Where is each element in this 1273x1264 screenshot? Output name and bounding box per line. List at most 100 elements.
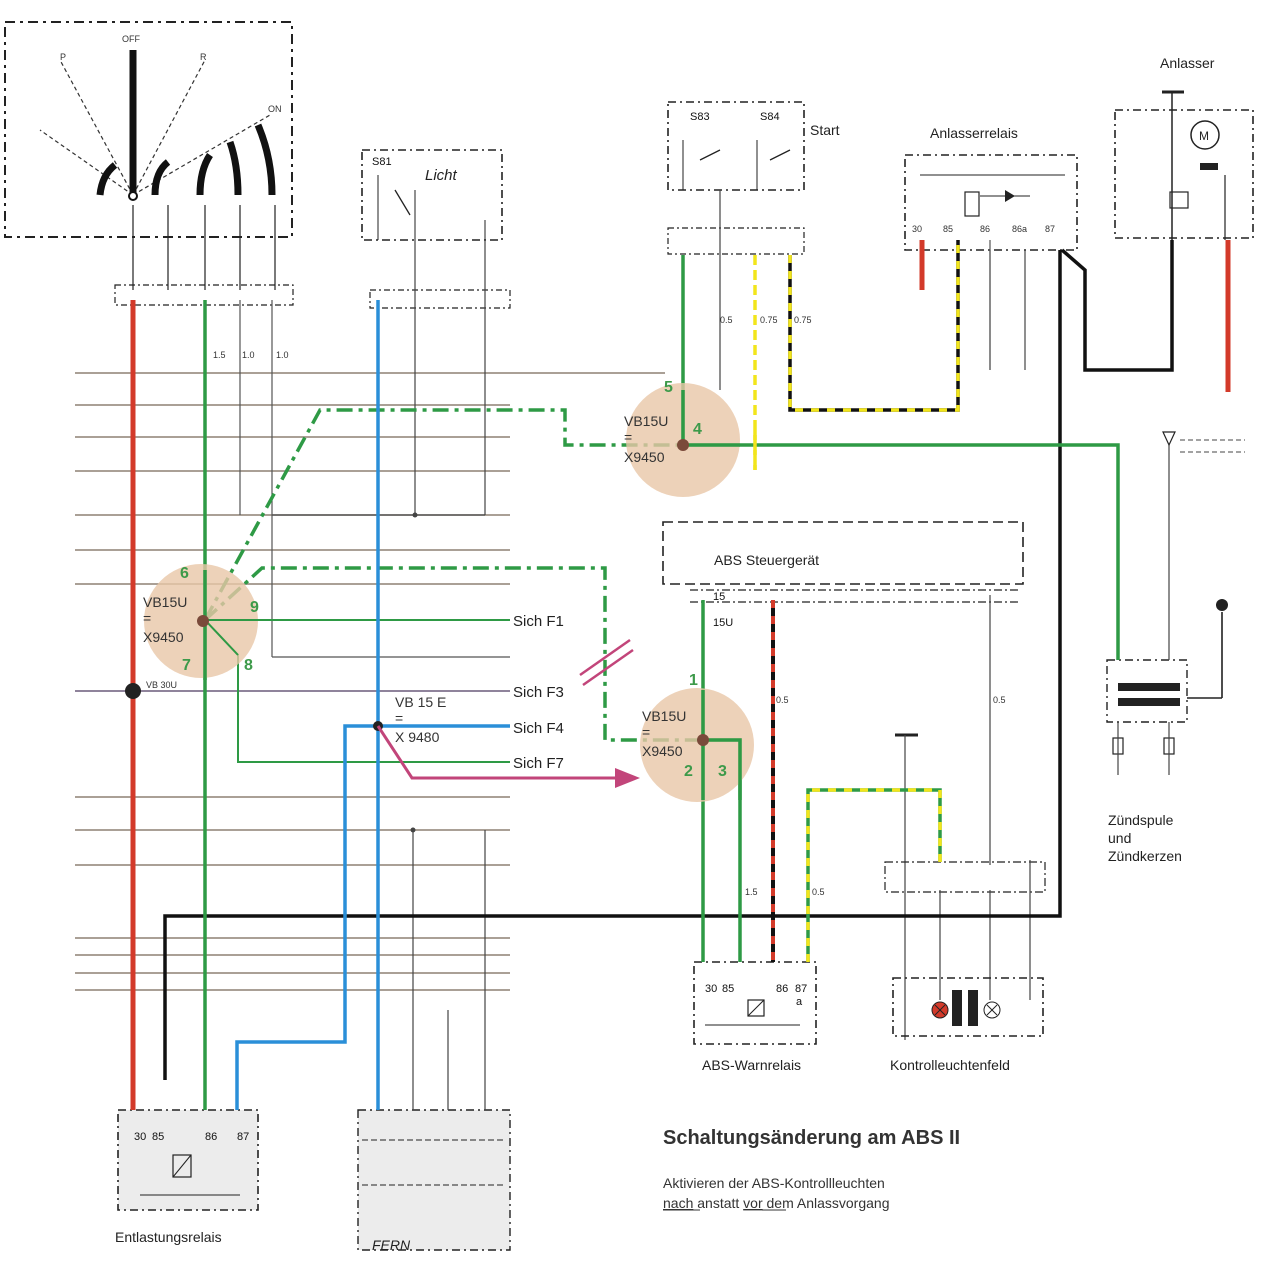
node3-pin-2: 2 — [684, 763, 693, 780]
warn-pin-85: 85 — [722, 983, 734, 995]
node2-eq: = — [143, 610, 151, 626]
thin-wires — [239, 240, 991, 658]
warn-pin-86: 86 — [776, 983, 788, 995]
lighting-connector: FERN — [357, 827, 511, 1253]
fuse-f7-label: Sich F7 — [513, 755, 564, 772]
node1-eq: = — [624, 429, 632, 445]
anlasser-label: Anlasser — [1160, 55, 1215, 71]
vb15e-eq: = — [395, 710, 403, 726]
anlasserrelais: Anlasserrelais 30 85 86 86a 87 — [904, 125, 1078, 370]
node3-name: VB15U — [642, 708, 686, 724]
node3-eq: = — [642, 724, 650, 740]
start-label: Start — [810, 122, 840, 138]
wire-label-10: 0.5 — [812, 887, 825, 897]
node1-pin-5: 5 — [664, 379, 673, 396]
und-label: und — [1108, 830, 1131, 846]
anl-pin-85: 85 — [943, 224, 953, 234]
wire-label-5: 0.75 — [760, 315, 778, 325]
wire-labels: 1.5 1.0 1.0 0.5 0.75 0.75 0.5 0.5 1.5 0.… — [213, 315, 1006, 897]
subtitle-nach: nach — [663, 1195, 693, 1211]
yellow-green-wire — [806, 788, 942, 962]
anlasserrelais-label: Anlasserrelais — [930, 125, 1018, 141]
start-switch: S83 S84 Start — [667, 101, 840, 390]
kontrollleuchtenfeld: Kontrolleuchtenfeld — [884, 733, 1046, 1073]
anl-pin-86a: 86a — [1012, 224, 1027, 234]
entl-pin-30: 30 — [134, 1131, 146, 1143]
entlastungsrelais: 30 85 86 87 Entlastungsrelais — [115, 1109, 259, 1245]
node1-id: X9450 — [624, 449, 665, 465]
entlastungsrelais-label: Entlastungsrelais — [115, 1229, 222, 1245]
wire-label-6: 0.75 — [794, 315, 812, 325]
wire-label-2: 1.0 — [242, 350, 255, 360]
vb15e-id: X 9480 — [395, 729, 440, 745]
fuse-f3-label: Sich F3 — [513, 684, 564, 701]
zuendkerzen-label: Zündkerzen — [1108, 848, 1182, 864]
s81-switch: S81 Licht — [272, 149, 511, 518]
node3-pin-3: 3 — [718, 763, 727, 780]
node-vb15e: VB 15 E = X 9480 — [395, 694, 446, 745]
switch-off-label: OFF — [122, 34, 140, 44]
switch-on-label: ON — [268, 104, 282, 114]
wire-label-7: 0.5 — [776, 695, 789, 705]
magenta-arrow — [376, 638, 640, 788]
wire-label-9: 1.5 — [745, 887, 758, 897]
abs-steuergeraet-label: ABS Steuergerät — [714, 552, 819, 568]
fuse-f1-label: Sich F1 — [513, 613, 564, 630]
node-vb15u-top: 5 4 VB15U = X9450 — [624, 379, 757, 497]
anl-pin-87: 87 — [1045, 224, 1055, 234]
fuse-labels: Sich F1 Sich F3 Sich F4 Sich F7 — [513, 613, 564, 772]
zuendspule-label: Zündspule — [1108, 812, 1174, 828]
s83-label: S83 — [690, 111, 710, 123]
wire-label-3: 1.0 — [276, 350, 289, 360]
abs-pin-15: 15 — [713, 591, 725, 603]
node2-pin-8: 8 — [244, 657, 253, 674]
anl-pin-30: 30 — [912, 224, 922, 234]
node1-pin-4: 4 — [693, 421, 702, 438]
node-vb15u-left: 6 9 7 8 VB15U = X9450 — [143, 564, 259, 680]
node2-pin-7: 7 — [182, 657, 191, 674]
warn-pin-a: a — [796, 996, 803, 1008]
node2-pin-9: 9 — [250, 599, 259, 616]
green-wires — [203, 255, 1120, 1110]
entl-pin-87: 87 — [237, 1131, 249, 1143]
switch-p-label: P — [60, 52, 66, 62]
node-vb15u-abs: 1 2 3 VB15U = X9450 — [640, 672, 754, 802]
anl-pin-86: 86 — [980, 224, 990, 234]
vb15e-name: VB 15 E — [395, 694, 446, 710]
zuendspule: Zündspule und Zündkerzen — [1106, 431, 1245, 864]
subtitle-vor: vor — [743, 1195, 763, 1211]
green-dashdot-wires — [203, 408, 703, 742]
switch-r-label: R — [200, 52, 207, 62]
abs-warnrelais-label: ABS-Warnrelais — [702, 1057, 801, 1073]
subtitle-line2: nach anstatt vor dem Anlassvorgang — [663, 1195, 889, 1211]
black-wires — [163, 240, 1174, 1080]
node2-id: X9450 — [143, 629, 184, 645]
node2-pin-6: 6 — [180, 565, 189, 582]
abs-pin-15u: 15U — [713, 617, 733, 629]
abs-warnrelais: 30 85 86 87 a ABS-Warnrelais — [693, 961, 817, 1073]
fern-label: FERN — [372, 1237, 411, 1253]
kontrollleuchtenfeld-label: Kontrolleuchtenfeld — [890, 1057, 1010, 1073]
node3-pin-1: 1 — [689, 672, 698, 689]
subtitle-line1: Aktivieren der ABS-Kontrollleuchten — [663, 1175, 885, 1191]
anlasser: Anlasser M — [1114, 55, 1254, 240]
ignition-switch: OFF P R ON — [4, 21, 294, 306]
wire-label-8: 0.5 — [993, 695, 1006, 705]
entl-pin-86: 86 — [205, 1131, 217, 1143]
s81-label: S81 — [372, 156, 392, 168]
node2-name: VB15U — [143, 594, 187, 610]
node3-id: X9450 — [642, 743, 683, 759]
yellow-black-wires — [753, 240, 960, 470]
subtitle-rest: dem Anlassvorgang — [767, 1195, 890, 1211]
vb30u-label: VB 30U — [146, 680, 177, 690]
licht-label: Licht — [425, 167, 458, 184]
page-title: Schaltungsänderung am ABS II — [663, 1127, 960, 1149]
warn-pin-87: 87 — [795, 983, 807, 995]
abs-steuergeraet: ABS Steuergerät 15 15U — [662, 521, 1024, 865]
fuse-f4-label: Sich F4 — [513, 720, 564, 737]
blue-wire — [235, 300, 510, 1110]
entl-pin-85: 85 — [152, 1131, 164, 1143]
wire-label-4: 0.5 — [720, 315, 733, 325]
